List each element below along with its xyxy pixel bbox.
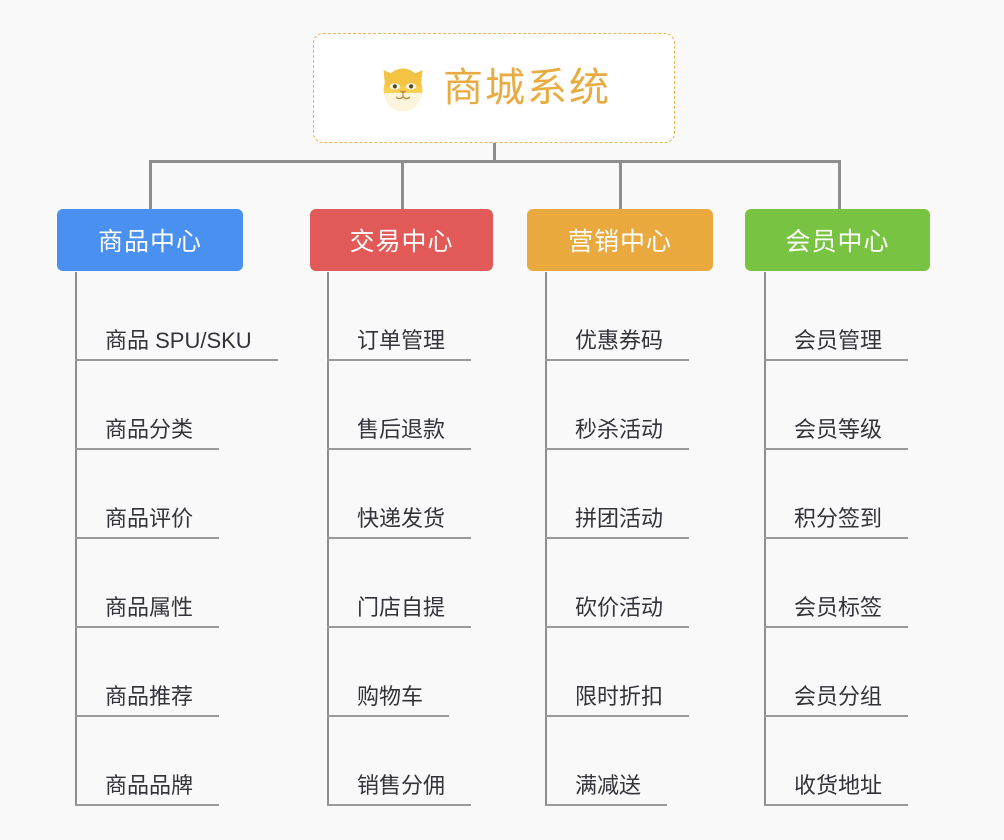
- leaf-item-trade-2[interactable]: 售后退款: [327, 361, 472, 450]
- leaf-spine: [75, 272, 77, 806]
- leaf-item-label: 订单管理: [357, 327, 446, 353]
- leaf-item-product-1[interactable]: 商品 SPU/SKU: [75, 272, 278, 361]
- leaf-item-member-5[interactable]: 会员分组: [764, 628, 909, 717]
- root-title: 商城系统: [443, 66, 611, 110]
- category-box-product[interactable]: 商品中心: [57, 209, 243, 271]
- category-box-marketing[interactable]: 营销中心: [527, 209, 713, 271]
- leaf-item-label: 购物车: [357, 683, 424, 709]
- leaf-item-label: 秒杀活动: [575, 416, 664, 442]
- leaf-item-member-3[interactable]: 积分签到: [764, 450, 909, 539]
- leaf-item-product-2[interactable]: 商品分类: [75, 361, 220, 450]
- leaf-item-label: 会员管理: [794, 327, 883, 353]
- leaf-item-member-6[interactable]: 收货地址: [764, 717, 909, 806]
- leaf-item-product-4[interactable]: 商品属性: [75, 539, 220, 628]
- leaf-item-product-6[interactable]: 商品品牌: [75, 717, 220, 806]
- leaf-item-label: 满减送: [575, 772, 642, 798]
- connector-drop-3: [619, 160, 622, 211]
- category-box-member[interactable]: 会员中心: [745, 209, 930, 271]
- leaf-item-marketing-1[interactable]: 优惠券码: [545, 272, 690, 361]
- connector-drop-2: [401, 160, 404, 211]
- connector-drop-1: [149, 160, 152, 211]
- category-label: 会员中心: [785, 228, 890, 256]
- leaf-item-trade-4[interactable]: 门店自提: [327, 539, 472, 628]
- leaf-item-label: 商品评价: [105, 505, 194, 531]
- leaf-item-member-1[interactable]: 会员管理: [764, 272, 909, 361]
- connector-bus: [150, 160, 841, 163]
- leaf-item-label: 门店自提: [357, 594, 446, 620]
- leaf-spine: [327, 272, 329, 806]
- category-box-trade[interactable]: 交易中心: [310, 209, 493, 271]
- leaf-item-label: 售后退款: [357, 416, 446, 442]
- leaf-item-label: 限时折扣: [575, 683, 664, 709]
- dog-face-icon: [377, 62, 429, 114]
- leaf-item-label: 商品分类: [105, 416, 194, 442]
- category-label: 交易中心: [349, 228, 454, 256]
- leaf-item-marketing-3[interactable]: 拼团活动: [545, 450, 690, 539]
- leaf-item-label: 快递发货: [357, 505, 446, 531]
- leaf-item-label: 销售分佣: [357, 772, 446, 798]
- connector-drop-4: [838, 160, 841, 211]
- leaf-item-trade-6[interactable]: 销售分佣: [327, 717, 472, 806]
- leaf-item-label: 会员标签: [794, 594, 883, 620]
- root-node[interactable]: 商城系统: [313, 33, 675, 143]
- leaf-item-product-5[interactable]: 商品推荐: [75, 628, 220, 717]
- leaf-spine: [764, 272, 766, 806]
- leaf-item-label: 会员分组: [794, 683, 883, 709]
- leaf-item-label: 商品品牌: [105, 772, 194, 798]
- leaf-item-label: 会员等级: [794, 416, 883, 442]
- leaf-item-label: 拼团活动: [575, 505, 664, 531]
- connector-root-stem: [493, 143, 496, 163]
- leaf-item-trade-3[interactable]: 快递发货: [327, 450, 472, 539]
- leaf-item-label: 砍价活动: [575, 594, 664, 620]
- leaf-item-member-2[interactable]: 会员等级: [764, 361, 909, 450]
- leaf-item-label: 优惠券码: [575, 327, 664, 353]
- leaf-item-marketing-4[interactable]: 砍价活动: [545, 539, 690, 628]
- category-label: 营销中心: [567, 228, 672, 256]
- leaf-item-marketing-5[interactable]: 限时折扣: [545, 628, 690, 717]
- leaf-item-product-3[interactable]: 商品评价: [75, 450, 220, 539]
- leaf-item-trade-1[interactable]: 订单管理: [327, 272, 472, 361]
- leaf-item-label: 商品属性: [105, 594, 194, 620]
- leaf-item-label: 商品推荐: [105, 683, 194, 709]
- leaf-item-marketing-6[interactable]: 满减送: [545, 717, 668, 806]
- leaf-item-marketing-2[interactable]: 秒杀活动: [545, 361, 690, 450]
- leaf-item-label: 积分签到: [794, 505, 883, 531]
- leaf-item-trade-5[interactable]: 购物车: [327, 628, 450, 717]
- leaf-item-label: 商品 SPU/SKU: [105, 327, 252, 353]
- category-label: 商品中心: [97, 228, 202, 256]
- leaf-item-member-4[interactable]: 会员标签: [764, 539, 909, 628]
- leaf-spine: [545, 272, 547, 806]
- leaf-item-label: 收货地址: [794, 772, 883, 798]
